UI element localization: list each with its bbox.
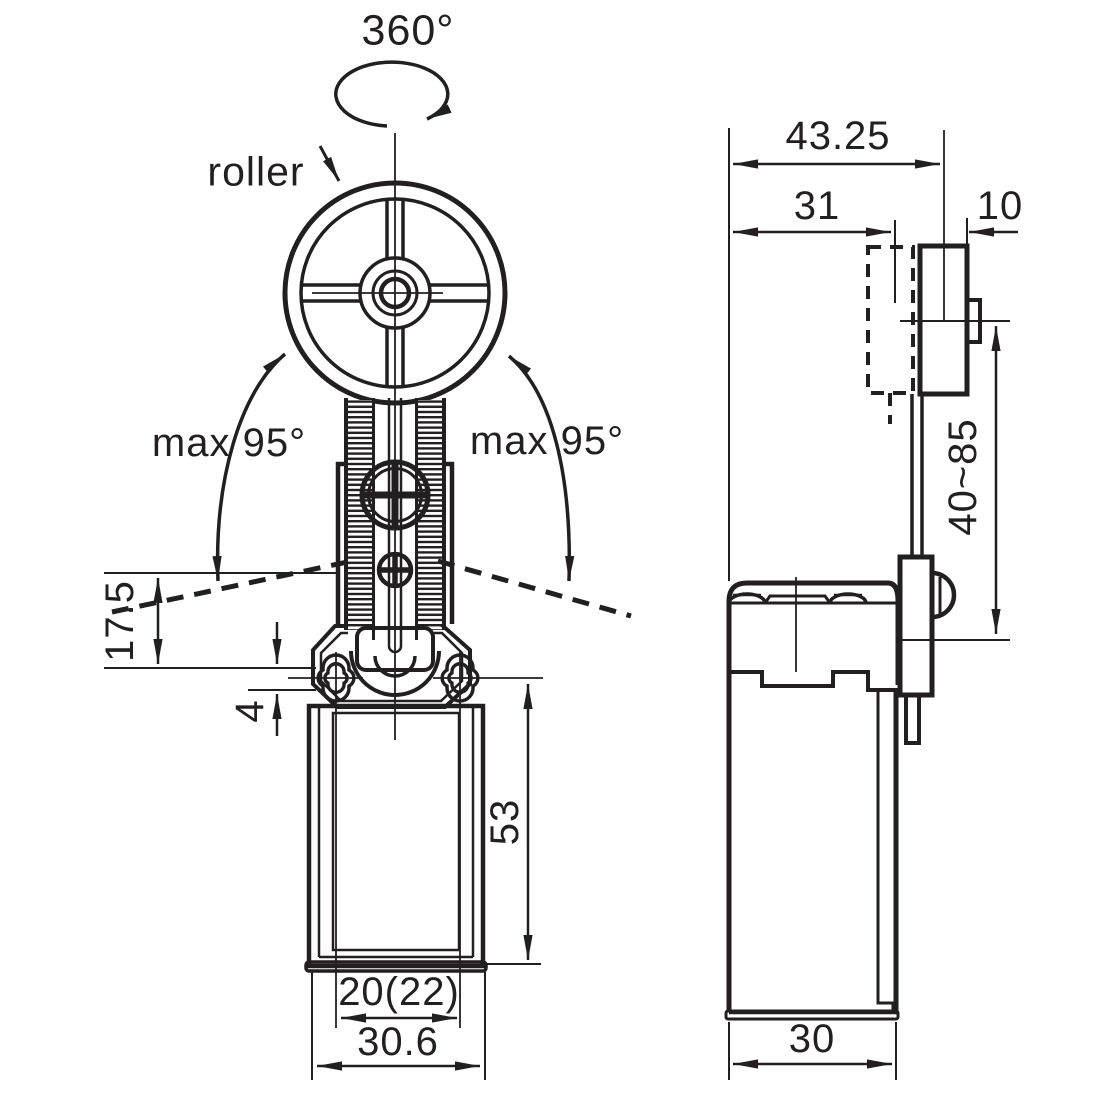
dim-label-30: 30 bbox=[788, 1017, 836, 1061]
dim-label-30-6: 30.6 bbox=[357, 1020, 439, 1064]
swing-arc-right bbox=[507, 354, 575, 582]
hub-lower-pin bbox=[904, 693, 921, 745]
switch-body-front bbox=[304, 703, 488, 973]
mount-slot-left-inner bbox=[323, 662, 349, 694]
side-body-left-and-head-top bbox=[726, 580, 901, 1012]
lever-hub-block bbox=[897, 554, 935, 698]
max-angle-left-label: max 95° bbox=[151, 421, 307, 465]
max-angle-right-label: max 95° bbox=[469, 419, 625, 463]
dim-label-17-5: 17.5 bbox=[98, 580, 142, 662]
mount-slot-right-inner bbox=[447, 662, 473, 694]
head-plate-edge bbox=[763, 594, 832, 604]
lever-max-position-right bbox=[437, 558, 632, 619]
dim-label-53: 53 bbox=[483, 798, 527, 846]
head-screw-right-icon bbox=[828, 592, 868, 604]
clamp-screw-icon bbox=[359, 459, 431, 531]
head-screw-left-icon bbox=[727, 592, 767, 604]
dim-label-40-85: 40~85 bbox=[941, 418, 985, 536]
roller-front bbox=[282, 180, 508, 406]
head-body-joint bbox=[729, 670, 896, 692]
pivot-screw-icon bbox=[376, 551, 414, 589]
side-view bbox=[724, 243, 982, 1021]
pivot-boss bbox=[355, 626, 435, 672]
dim-label-31: 31 bbox=[793, 184, 841, 228]
side-base-lip bbox=[724, 1009, 900, 1021]
pivot-dome bbox=[349, 650, 441, 697]
shaft-end-dome bbox=[931, 570, 957, 620]
roller-leader-arrow-icon bbox=[318, 145, 341, 182]
rotation-arrow-icon bbox=[334, 60, 452, 128]
mount-slot-right bbox=[440, 653, 480, 703]
swing-arc-left bbox=[212, 352, 287, 582]
roller-label: roller bbox=[207, 148, 305, 195]
dim-label-43-25: 43.25 bbox=[785, 114, 891, 158]
dim-label-4: 4 bbox=[228, 699, 272, 723]
lever-max-position-left bbox=[111, 558, 353, 615]
front-view-dimensions bbox=[104, 60, 632, 1080]
dim-label-10: 10 bbox=[976, 184, 1024, 228]
mount-slot-left bbox=[316, 653, 356, 703]
rotation-angle-label: 360° bbox=[361, 6, 455, 55]
side-view-dimensions bbox=[728, 128, 1018, 1080]
arm-bottom-curve bbox=[373, 655, 417, 678]
side-cover-line bbox=[876, 690, 895, 1011]
front-view bbox=[282, 133, 508, 973]
roller-spokes bbox=[303, 201, 487, 386]
body-base-lip bbox=[304, 960, 488, 973]
dim-label-20-22: 20(22) bbox=[338, 970, 460, 1014]
lever-clamp-bracket bbox=[335, 461, 455, 624]
